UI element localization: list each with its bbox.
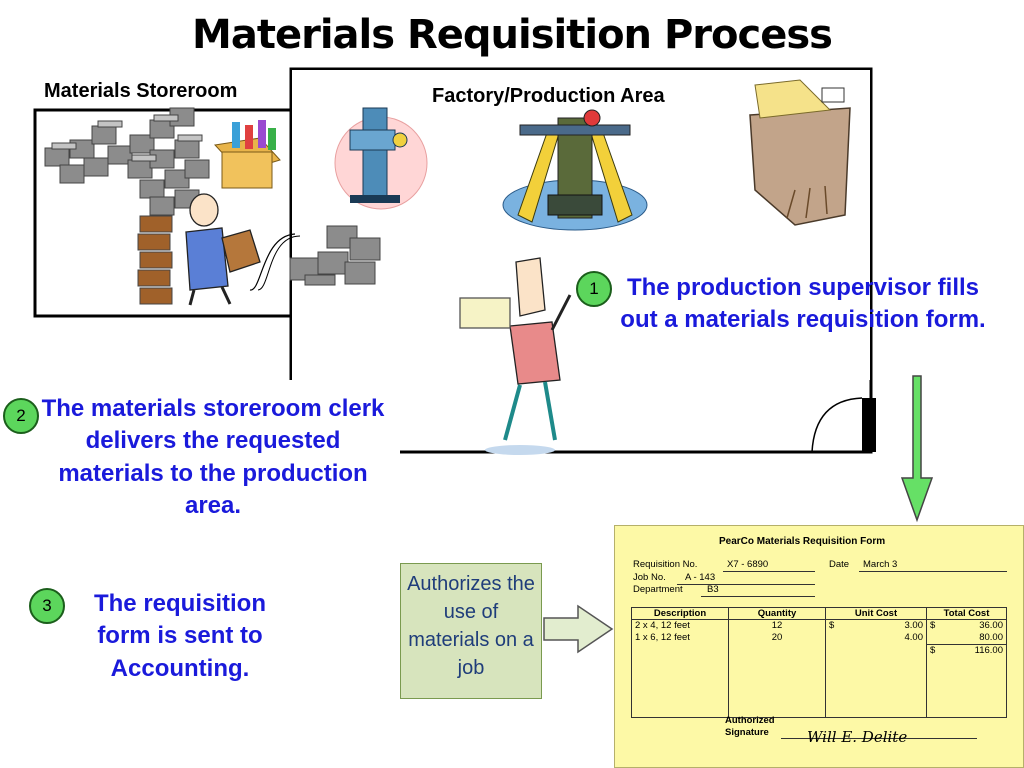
job-no-label: Job No.: [633, 572, 666, 583]
step-3-text: The requisition form is sent to Accounti…: [93, 590, 266, 682]
paper-shredder-icon: [749, 79, 851, 226]
right-arrow: [543, 604, 614, 654]
signature-label: Signature: [725, 727, 769, 738]
step-1-badge: 1: [576, 271, 612, 307]
table-row: 2 x 4, 12 feet 12 $3.00 $36.00: [631, 619, 1007, 632]
department-value: B3: [707, 584, 719, 595]
authorized-label: Authorized: [725, 715, 775, 726]
department-label: Department: [633, 584, 683, 595]
production-supervisor-icon: [459, 257, 572, 455]
storeroom-clerk-icon: [185, 193, 261, 306]
colorful-box-icon: [213, 120, 281, 189]
total-value: 116.00: [974, 645, 1003, 656]
requisition-no-value: X7 - 6890: [727, 559, 769, 570]
step-2-badge: 2: [3, 398, 39, 434]
date-value: March 3: [863, 559, 898, 570]
drill-press-icon: [334, 107, 428, 210]
factory-box: [289, 67, 873, 454]
job-no-value: A - 143: [685, 572, 716, 583]
col-total-cost: Total Cost: [926, 607, 1007, 620]
table-row-total: $116.00: [631, 644, 1007, 657]
col-quantity: Quantity: [728, 607, 826, 620]
storeroom-label: Materials Storeroom: [44, 80, 238, 102]
date-label: Date: [829, 559, 850, 570]
step-3-badge: 3: [29, 588, 65, 624]
down-arrow: [900, 375, 934, 523]
signature-value: Will E. Delite: [807, 728, 908, 746]
authorizes-note: Authorizes the use of materials on a job: [400, 563, 542, 699]
delivered-boxes-icon: [289, 225, 381, 286]
slide-title: Materials Requisition Process: [192, 12, 833, 58]
table-row: 1 x 6, 12 feet 20 4.00 80.00: [631, 632, 1007, 645]
requisition-form: PearCo Materials Requisition Form Requis…: [614, 525, 1024, 768]
step-1-text: The production supervisor fills out a ma…: [620, 274, 986, 334]
requisition-no-label: Requisition No.: [633, 559, 698, 570]
door-icon: [811, 397, 876, 453]
industrial-machine-icon: [502, 109, 648, 231]
col-description: Description: [631, 607, 729, 620]
form-title: PearCo Materials Requisition Form: [719, 536, 886, 547]
col-unit-cost: Unit Cost: [825, 607, 927, 620]
requisition-form-icon: [459, 297, 511, 329]
step-2-text: The materials storeroom clerk delivers t…: [41, 395, 385, 520]
boxes-icon: [44, 107, 210, 305]
form-table: Description Quantity Unit Cost Total Cos…: [631, 607, 1007, 718]
factory-label: Factory/Production Area: [432, 85, 665, 107]
